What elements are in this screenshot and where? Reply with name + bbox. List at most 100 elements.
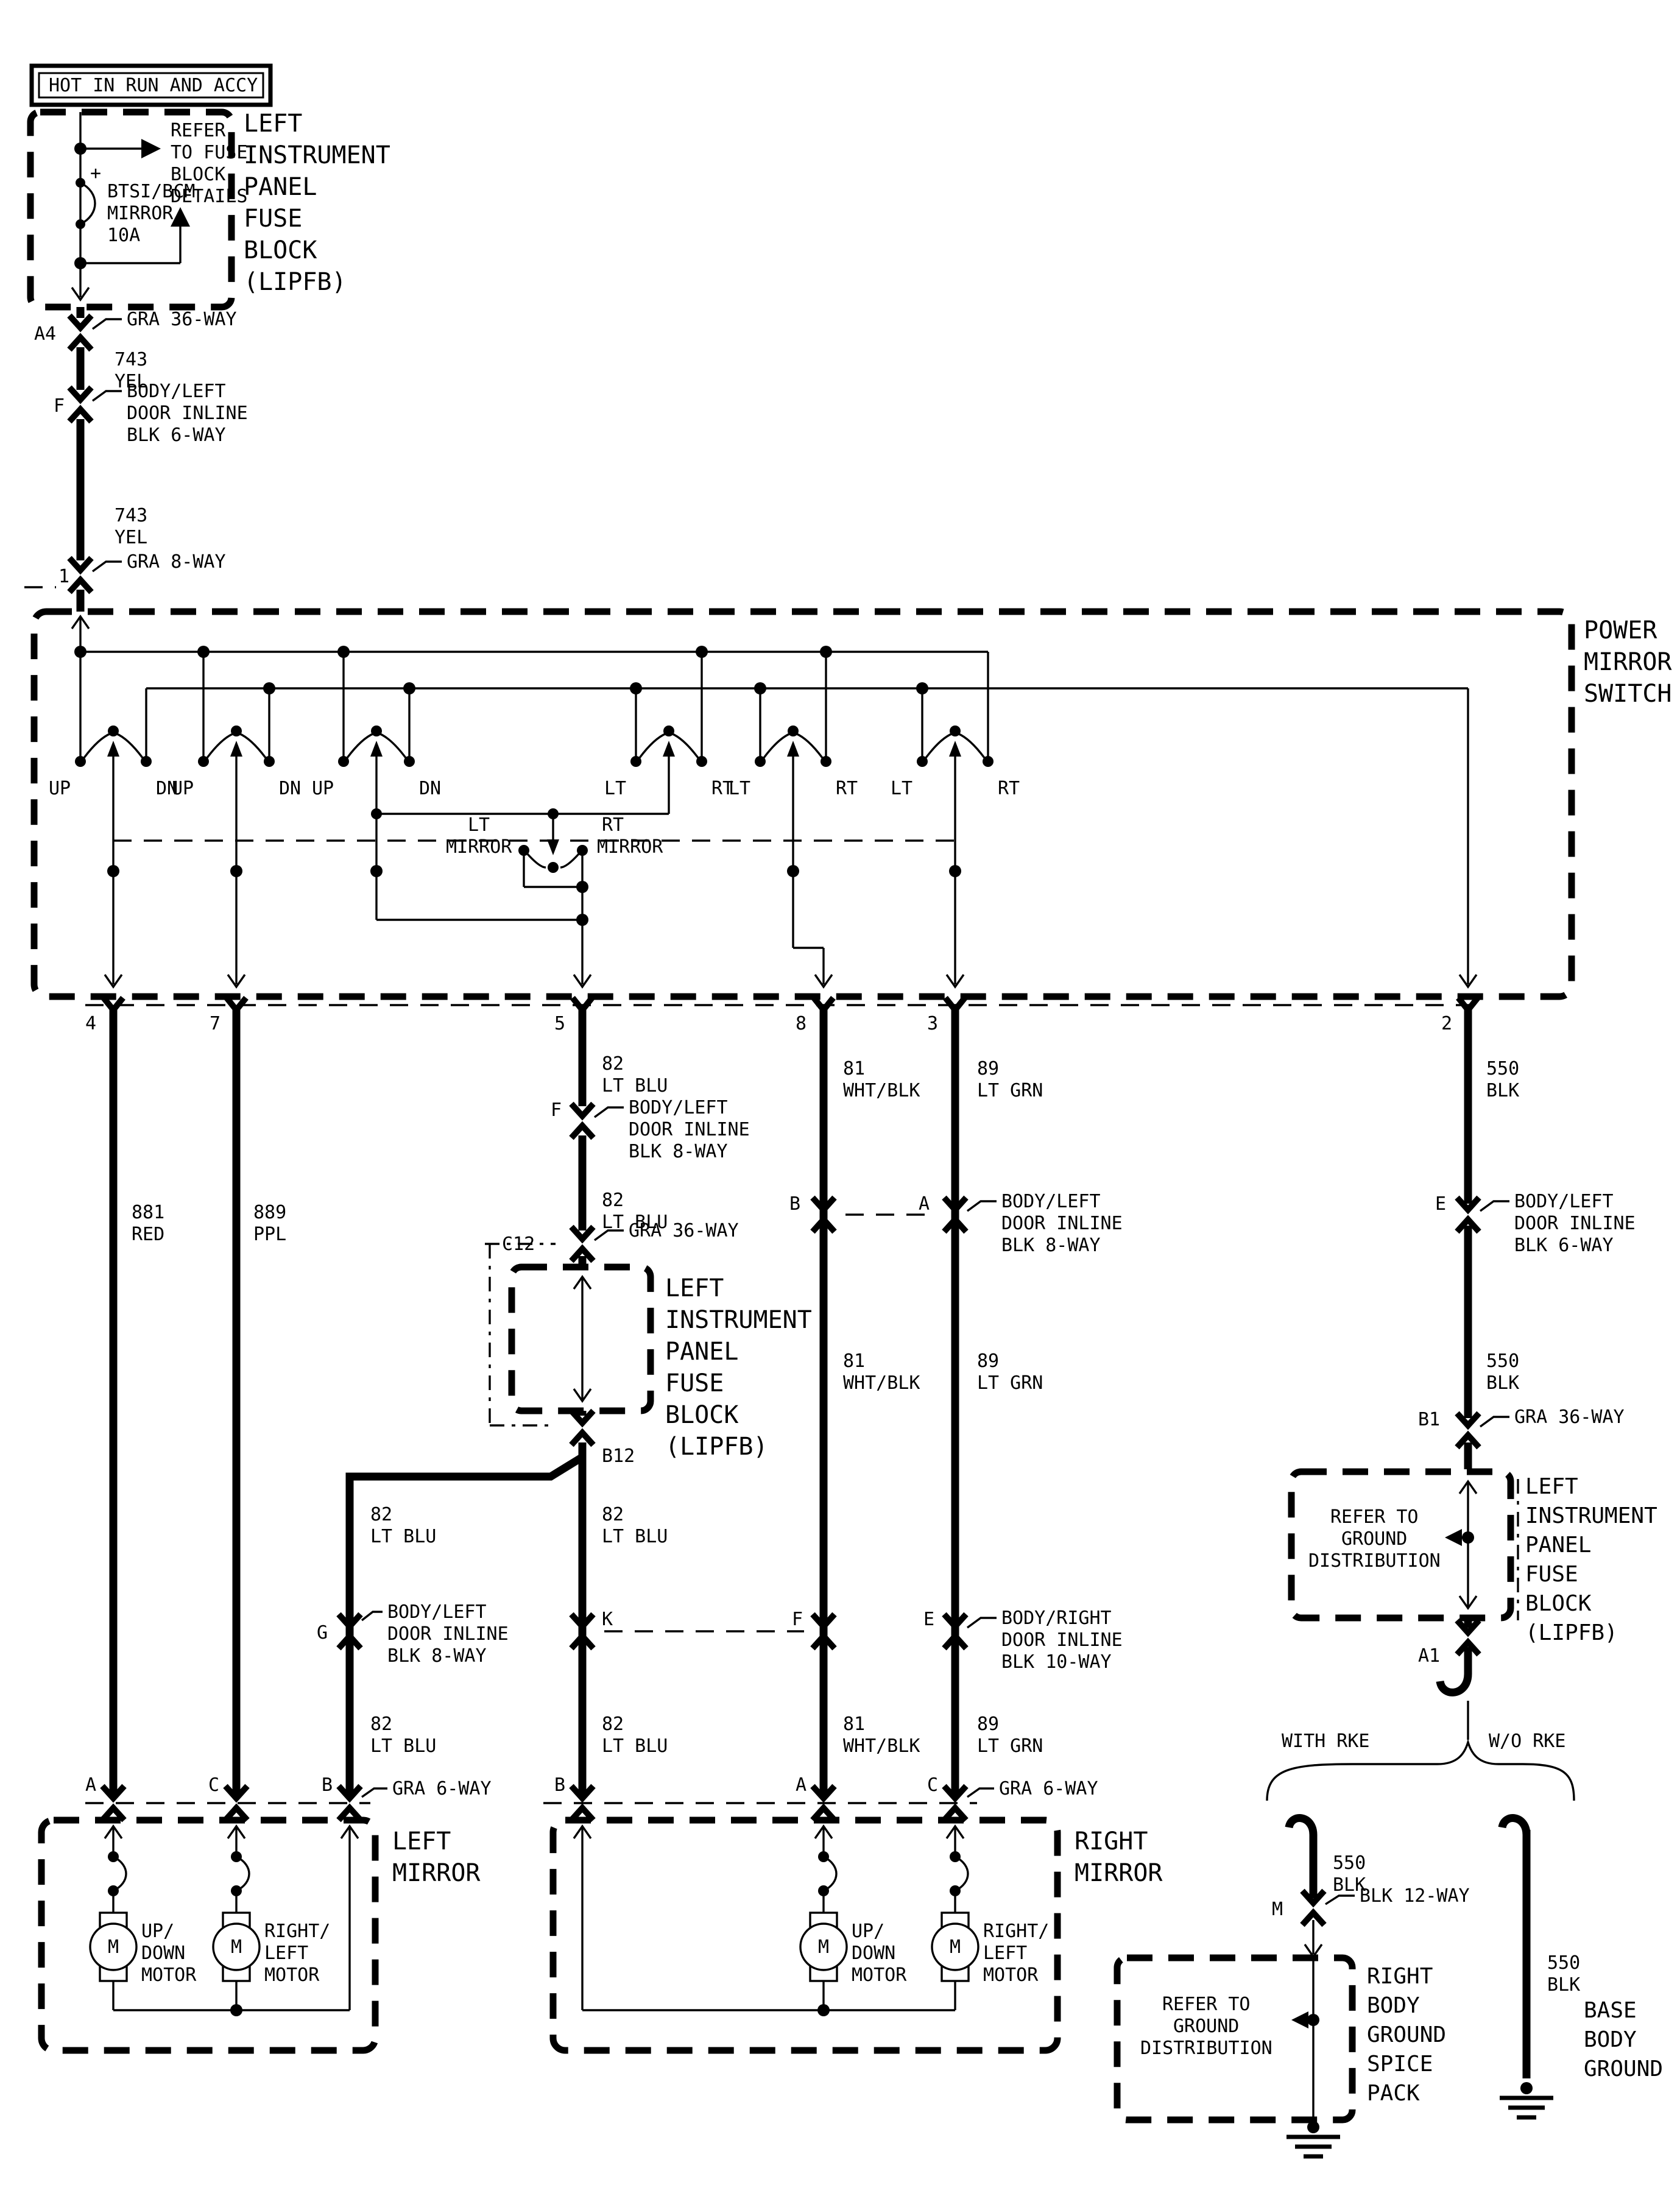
component-label: FUSE <box>244 205 302 233</box>
pin-label: B1 <box>1418 1409 1440 1430</box>
motor-label: LEFT <box>264 1943 308 1964</box>
pin-label: B <box>554 1774 565 1796</box>
component-label: SWITCH <box>1584 680 1672 708</box>
brace <box>1266 1739 1575 1801</box>
wire-label: 81 <box>843 1714 865 1735</box>
door-inline-connector-row: G BODY/LEFT DOOR INLINE BLK 8-WAY K F E … <box>317 1601 1123 1757</box>
refer-ground-label: DISTRIBUTION <box>1308 1550 1441 1572</box>
wire-label: 550 <box>1547 1952 1580 1974</box>
component-label: LEFT <box>392 1827 451 1855</box>
connector-label: GRA 36-WAY <box>127 309 237 330</box>
pin-label: 1 <box>58 566 69 587</box>
pin-label: C <box>927 1774 938 1796</box>
component-label: RIGHT <box>1367 1964 1433 1989</box>
rocker-switches <box>75 725 994 814</box>
motor-label: UP/ <box>141 1921 174 1942</box>
component-label: RIGHT <box>1075 1827 1148 1855</box>
connector-label: GRA 6-WAY <box>392 1778 492 1799</box>
switch-pos-label: DN <box>419 778 441 799</box>
common-wire-chain: 82 LT BLU F BODY/LEFT DOOR INLINE BLK 8-… <box>345 1010 812 1796</box>
pin-label: C <box>208 1774 219 1796</box>
switch-pos-label: UP <box>49 778 71 799</box>
wire-label: BLK <box>1486 1372 1519 1394</box>
fuse-icon <box>80 182 96 225</box>
fuse-name-label: BTSI/BCM <box>107 181 196 202</box>
selector-label: MIRROR <box>446 836 512 858</box>
wire-label: 889 <box>253 1202 286 1223</box>
wire-label: LT GRN <box>977 1372 1043 1394</box>
connector-label: BODY/LEFT <box>387 1601 487 1623</box>
connector-label: BODY/LEFT <box>629 1097 728 1118</box>
wire-label: 81 <box>843 1058 865 1079</box>
component-label: LEFT <box>665 1274 724 1302</box>
wire-label: 550 <box>1486 1058 1519 1079</box>
wire-label: 881 <box>132 1202 164 1223</box>
pin-label: 3 <box>927 1013 938 1034</box>
left-ip-fuse-block-mid <box>508 1263 654 1414</box>
wire-label: LT GRN <box>977 1080 1043 1101</box>
wire-label: YEL <box>115 527 147 548</box>
pin-label: A1 <box>1418 1645 1440 1667</box>
wire-label: 81 <box>843 1350 865 1372</box>
component-label: BODY <box>1367 1993 1420 2018</box>
wire-label: 82 <box>370 1504 392 1525</box>
component-label: BLOCK <box>1525 1591 1592 1616</box>
motor-label: MOTOR <box>141 1965 197 1986</box>
connector-label: BODY/LEFT <box>1514 1191 1614 1212</box>
pin-label: A <box>919 1193 930 1215</box>
motor-m-label: M <box>231 1936 242 1958</box>
connector-label: GRA 6-WAY <box>999 1778 1098 1799</box>
pin-label: 5 <box>554 1013 565 1034</box>
wire-label: WHT/BLK <box>843 1080 920 1101</box>
variant-label: W/O RKE <box>1489 1731 1565 1752</box>
pin-label: F <box>551 1100 562 1121</box>
refer-fuse-label: REFER <box>171 120 226 141</box>
splice-icon <box>1436 1647 1472 1696</box>
connector-label: GRA 36-WAY <box>1514 1407 1625 1428</box>
wire-label: LT BLU <box>602 1735 668 1757</box>
switch-pos-label: RT <box>836 778 858 799</box>
wire-label: 82 <box>602 1504 624 1525</box>
wire-label: 743 <box>115 505 147 526</box>
ground-icon <box>1286 2121 1340 2159</box>
wire-label: 82 <box>602 1714 624 1735</box>
component-label: GROUND <box>1367 2022 1446 2047</box>
motor-label: UP/ <box>852 1921 884 1942</box>
ground-chain: 550 BLK E BODY/LEFT DOOR INLINE BLK 6-WA… <box>1114 1010 1663 2159</box>
wire-label: LT BLU <box>602 1075 668 1096</box>
variant-label: WITH RKE <box>1282 1731 1370 1752</box>
pin-label: B12 <box>602 1446 635 1467</box>
component-label: INSTRUMENT <box>665 1306 812 1334</box>
wire-label: WHT/BLK <box>843 1735 920 1757</box>
component-label: MIRROR <box>1075 1859 1163 1887</box>
right-mirror-wires: 81 WHT/BLK 89 LT GRN B A BODY/LEFT DOOR … <box>789 1010 1123 1796</box>
connector-label: BLK 6-WAY <box>127 425 226 446</box>
refer-fuse-label: TO FUSE <box>171 142 247 163</box>
switch-pos-label: UP <box>172 778 194 799</box>
pin-label: 7 <box>210 1013 221 1034</box>
component-label: BLOCK <box>665 1401 738 1429</box>
ground-icon <box>1500 2082 1553 2120</box>
selector-label: RT <box>602 814 624 836</box>
component-label: LEFT <box>244 110 302 138</box>
connector-label: BLK 8-WAY <box>629 1141 728 1162</box>
connector-label: BLK 10-WAY <box>1001 1651 1112 1673</box>
wire-label: 550 <box>1333 1852 1366 1874</box>
wire-label: LT BLU <box>602 1212 668 1233</box>
power-mirror-switch: POWER MIRROR SWITCH <box>30 608 1672 1000</box>
component-label: PANEL <box>244 173 317 201</box>
connector-label: DOOR INLINE <box>1001 1629 1123 1651</box>
motor-label: MOTOR <box>983 1965 1039 1986</box>
motor-m-label: M <box>950 1936 961 1958</box>
component-label: BASE <box>1584 1998 1637 2023</box>
pin-label: B <box>789 1193 800 1215</box>
wire-label: 550 <box>1486 1350 1519 1372</box>
right-mirror: RIGHT MIRROR M UP/ DOWN MOTOR M RIGHT/ L… <box>549 1816 1163 2054</box>
connector-label: BODY/RIGHT <box>1001 1608 1112 1629</box>
wire-label: BLK <box>1547 1974 1580 1996</box>
wire-label: 89 <box>977 1058 999 1079</box>
connector-label: BODY/LEFT <box>1001 1191 1101 1212</box>
left-ip-fuse-block-right <box>1288 1468 1514 1622</box>
switch-pos-label: RT <box>711 778 733 799</box>
